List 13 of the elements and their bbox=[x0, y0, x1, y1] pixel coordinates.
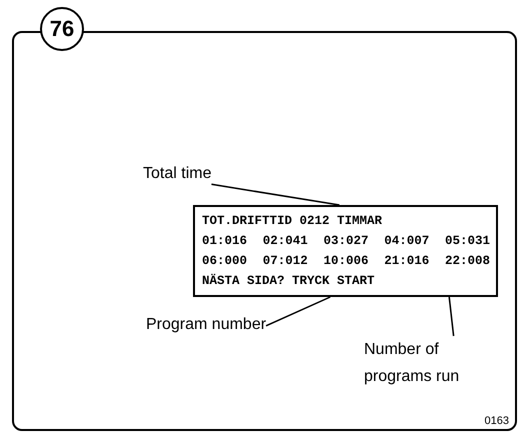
callout-label: Number of programs run bbox=[364, 336, 476, 390]
figure-number: 76 bbox=[40, 7, 84, 51]
display-line: TOT.DRIFTTID 0212 TIMMAR bbox=[202, 213, 384, 230]
callout-label: Total time bbox=[143, 160, 212, 187]
display-line: 06:000 07:012 10:006 21:016 22:008 bbox=[202, 253, 490, 270]
leader-line bbox=[211, 184, 340, 206]
leader-line bbox=[266, 296, 331, 327]
figure-code: 0163 bbox=[484, 415, 509, 427]
callout-label: Program number bbox=[146, 311, 266, 338]
display-screen bbox=[193, 205, 498, 297]
leader-line bbox=[448, 296, 454, 336]
display-line: NÄSTA SIDA? TRYCK START bbox=[202, 272, 376, 290]
display-line: 01:016 02:041 03:027 04:007 05:031 bbox=[202, 233, 490, 250]
